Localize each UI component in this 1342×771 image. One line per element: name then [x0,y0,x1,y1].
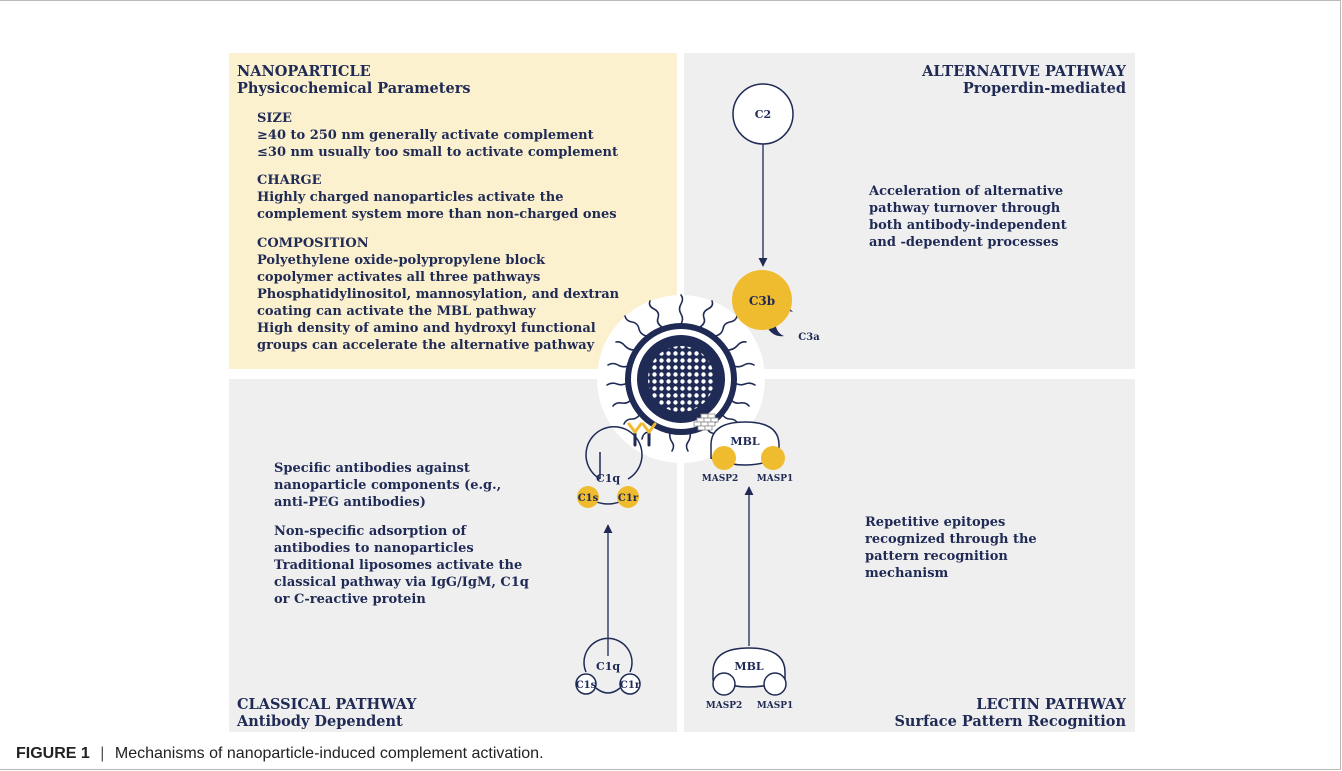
mbl-complex-bound [710,421,785,470]
caption-separator: | [100,745,105,762]
composition-line: Phosphatidylinositol, mannosylation, and… [257,287,620,302]
lectin-line: recognized through the [865,532,1037,547]
nanoparticle-panel [229,53,677,369]
c3b-molecule [732,270,792,330]
alternative-line: Acceleration of alternative [869,184,1064,199]
c1q-complex-bound [577,426,643,508]
c1r-free-label: C1r [620,680,641,691]
masp2-free-label: MASP2 [706,701,742,711]
c1s-molecule [577,486,599,508]
composition-line: Polyethylene oxide-polypropylene block [257,253,546,268]
size-line-1: ≥40 to 250 nm generally activate complem… [257,128,594,143]
classical-description-1: Specific antibodies against nanoparticle… [274,460,501,511]
classical-line: antibodies to nanoparticles [274,541,474,556]
masp1-molecule [761,446,785,470]
alternative-line: pathway turnover through [869,201,1061,216]
classical-subheading: Antibody Dependent [237,713,403,730]
c3b-label: C3b [749,294,775,308]
masp1-label: MASP1 [757,474,793,484]
lectin-line: pattern recognition [865,549,1008,564]
nanoparticle-title: NANOPARTICLE Physicochemical Parameters [237,63,471,97]
masp2-label: MASP2 [702,474,738,484]
alternative-subheading: Properdin-mediated [962,80,1126,97]
alternative-line: and -dependent processes [869,235,1059,250]
antibody-icon [627,422,657,447]
alternative-line: both antibody-independent [869,218,1067,233]
lectin-line: Repetitive epitopes [865,515,1006,530]
mbl-free-label: MBL [734,660,763,673]
c1s-label: C1s [578,493,599,504]
size-line-2: ≤30 nm usually too small to activate com… [257,145,619,160]
alternative-description: Acceleration of alternative pathway turn… [869,183,1067,251]
mbl-label: MBL [730,435,759,448]
nanoparticle-payload [648,346,714,412]
c1r-molecule [617,486,639,508]
classical-description-2: Non-specific adsorption of antibodies to… [274,523,529,608]
lectin-subheading: Surface Pattern Recognition [894,713,1126,730]
lectin-title: LECTIN PATHWAY Surface Pattern Recogniti… [894,696,1126,730]
c1q-label: C1q [596,472,620,485]
masp1-free-label: MASP1 [757,701,793,711]
classical-line: anti-PEG antibodies) [274,495,426,510]
charge-block: CHARGE Highly charged nanoparticles acti… [257,172,617,223]
composition-line: coating can activate the MBL pathway [257,304,536,319]
composition-line: groups can accelerate the alternative pa… [257,338,595,353]
surface-epitopes [693,413,719,431]
composition-line: High density of amino and hydroxyl funct… [257,321,596,336]
classical-pathway-panel [229,379,677,732]
c1s-free-label: C1s [576,680,597,691]
classical-line: Specific antibodies against [274,461,470,476]
c1r-label: C1r [618,493,639,504]
charge-line-2: complement system more than non-charged … [257,207,617,222]
c2-label: C2 [755,108,771,121]
classical-line: Traditional liposomes activate the [274,558,523,573]
masp2-molecule [712,446,736,470]
c1q-free-label: C1q [596,660,620,673]
alternative-title: ALTERNATIVE PATHWAY Properdin-mediated [922,63,1126,97]
c1q-complex-free [575,637,641,695]
classical-heading: CLASSICAL PATHWAY [237,696,417,713]
nanoparticle-heading: NANOPARTICLE [237,63,371,80]
charge-line-1: Highly charged nanoparticles activate th… [257,190,564,205]
mbl-complex-free [712,647,787,696]
alternative-heading: ALTERNATIVE PATHWAY [922,63,1126,80]
figure-label: FIGURE 1 [16,745,90,762]
nanoparticle-subheading: Physicochemical Parameters [237,80,471,97]
classical-line: nanoparticle components (e.g., [274,478,502,493]
classical-title: CLASSICAL PATHWAY Antibody Dependent [237,696,416,730]
figure-caption: FIGURE 1 | Mechanisms of nanoparticle-in… [16,745,544,763]
charge-heading: CHARGE [257,173,322,188]
composition-heading: COMPOSITION [257,236,369,251]
c3a-label: C3a [798,332,820,343]
lectin-heading: LECTIN PATHWAY [976,696,1126,713]
size-heading: SIZE [257,111,292,126]
lectin-line: mechanism [865,566,949,581]
size-block: SIZE ≥40 to 250 nm generally activate co… [257,110,618,161]
classical-line: or C-reactive protein [274,592,426,607]
classical-line: classical pathway via IgG/IgM, C1q [274,575,529,590]
composition-block: COMPOSITION Polyethylene oxide-polypropy… [257,235,619,354]
caption-text: Mechanisms of nanoparticle-induced compl… [114,745,544,762]
classical-line: Non-specific adsorption of [274,524,467,539]
lectin-description: Repetitive epitopes recognized through t… [865,514,1037,582]
composition-line: copolymer activates all three pathways [257,270,541,285]
